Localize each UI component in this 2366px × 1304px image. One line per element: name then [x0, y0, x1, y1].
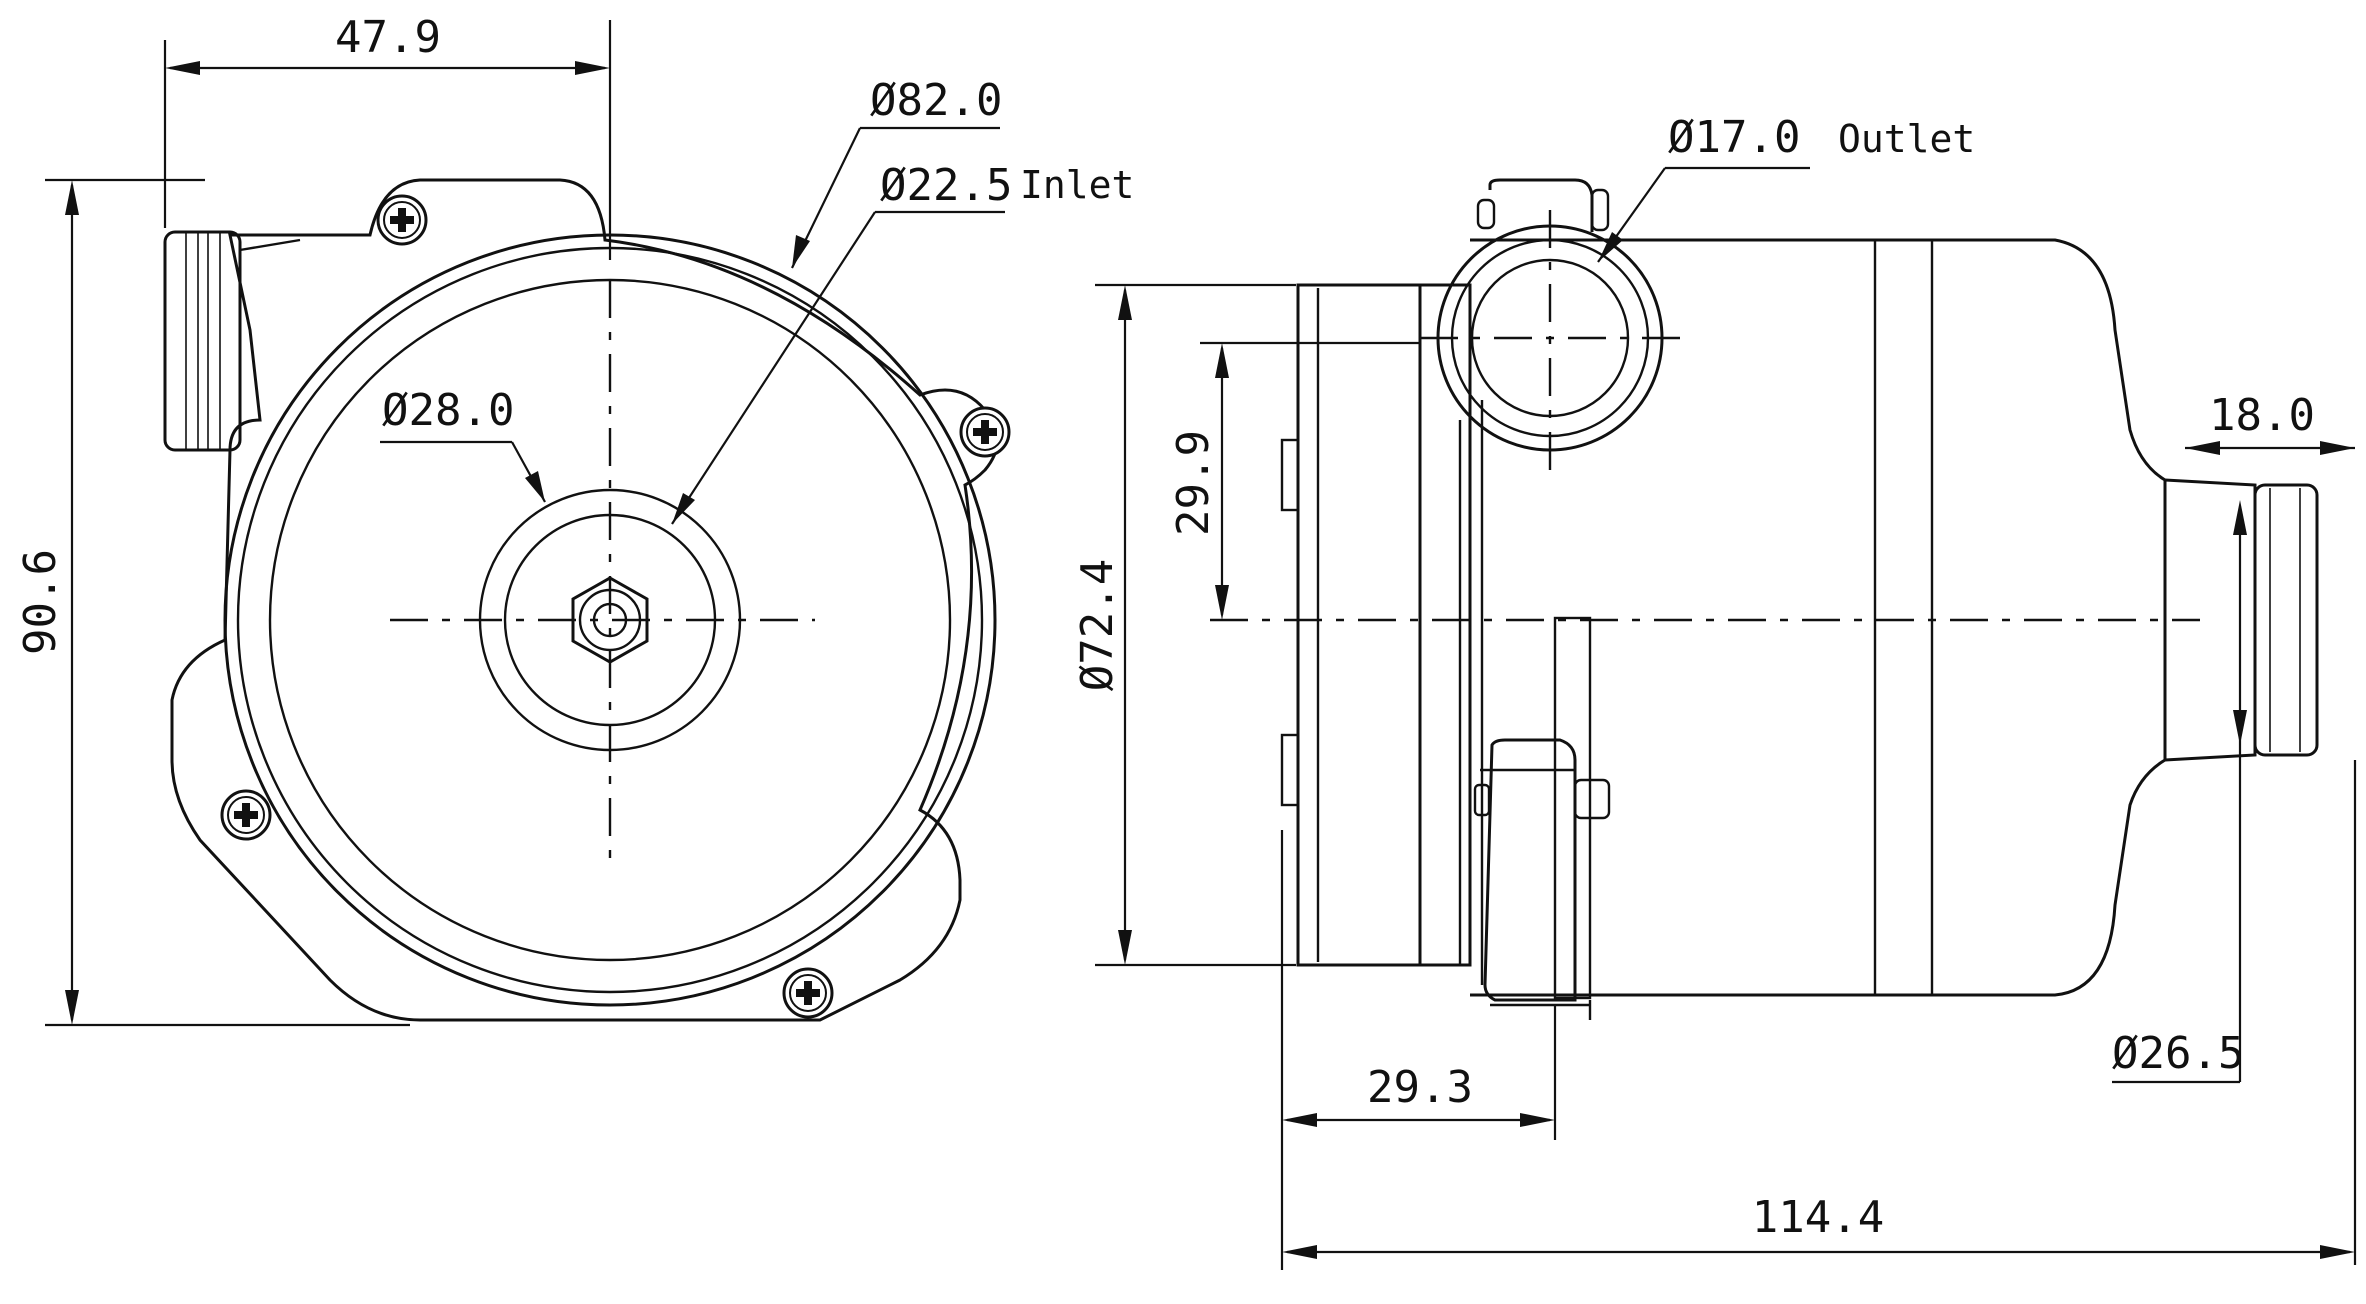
- dim-width: 47.9: [335, 12, 441, 63]
- phillips-screw-icon: [782, 967, 834, 1019]
- side-view: [1210, 178, 2319, 1020]
- phillips-screw-icon: [220, 789, 272, 841]
- dim-overall-length: 114.4: [1752, 1192, 1884, 1243]
- dim-flange-to-outlet: 29.3: [1367, 1062, 1473, 1113]
- housing-circle: [223, 233, 997, 1007]
- dim-inlet-diameter: Ø22.5: [880, 160, 1012, 211]
- dim-body-diameter: Ø72.4: [1072, 559, 1123, 691]
- inlet-tube: [163, 230, 242, 452]
- front-view: [163, 178, 1011, 1022]
- dim-outlet-diameter: Ø17.0: [1668, 112, 1800, 163]
- outlet-label: Outlet: [1838, 117, 1975, 161]
- dim-height: 90.6: [15, 549, 66, 655]
- inlet-label: Inlet: [1020, 163, 1134, 207]
- phillips-screw-icon: [959, 406, 1011, 458]
- rear-plate: [1296, 283, 1422, 967]
- dim-nozzle-length: 18.0: [2209, 390, 2315, 441]
- phillips-screw-icon: [376, 194, 428, 246]
- dim-hub-diameter: Ø28.0: [382, 385, 514, 436]
- dim-nozzle-diameter: Ø26.5: [2112, 1028, 2244, 1079]
- front-dimensions: 47.9 90.6 Ø82.0 Ø22.5 Inlet Ø28.0: [15, 12, 1134, 1027]
- dim-outlet-offset: 29.9: [1168, 430, 1219, 536]
- housing-outline: [170, 178, 999, 1022]
- side-dimensions: Ø17.0 Outlet Ø72.4 29.9 18.0 Ø26.5 29.3: [1072, 112, 2357, 1270]
- dim-housing-diameter: Ø82.0: [870, 75, 1002, 126]
